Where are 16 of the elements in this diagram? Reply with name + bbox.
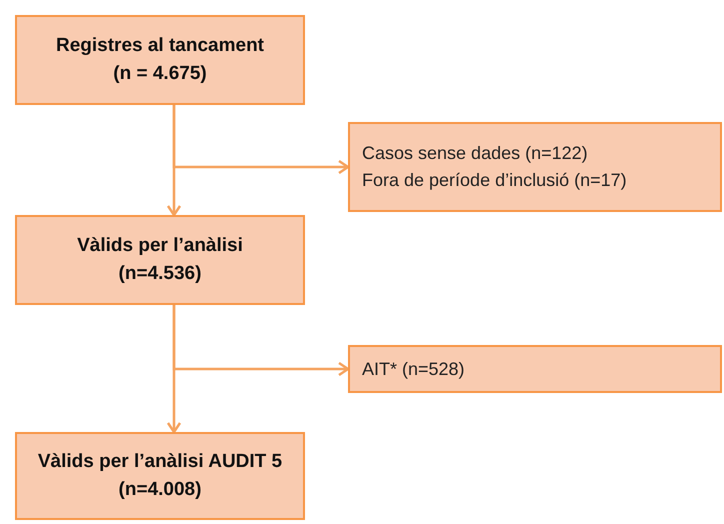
box-text: (n=4.536) — [118, 262, 202, 286]
process-box — [15, 215, 305, 305]
arrow — [172, 305, 350, 376]
arrow — [172, 105, 350, 174]
box-text: (n = 4.675) — [113, 62, 207, 86]
box-text: Casos sense dades (n=122) — [362, 142, 588, 165]
process-box — [348, 122, 722, 212]
box-text: Registres al tancament — [56, 34, 264, 58]
box-text: (n=4.008) — [118, 478, 202, 502]
box-text: Vàlids per l’anàlisi — [77, 234, 243, 258]
box-text: Vàlids per l’anàlisi AUDIT 5 — [38, 450, 282, 474]
box-text: Fora de període d’inclusió (n=17) — [362, 169, 627, 192]
process-box — [15, 15, 305, 105]
box-text: AIT* (n=528) — [362, 358, 465, 381]
process-box — [348, 345, 722, 393]
process-box — [15, 432, 305, 520]
